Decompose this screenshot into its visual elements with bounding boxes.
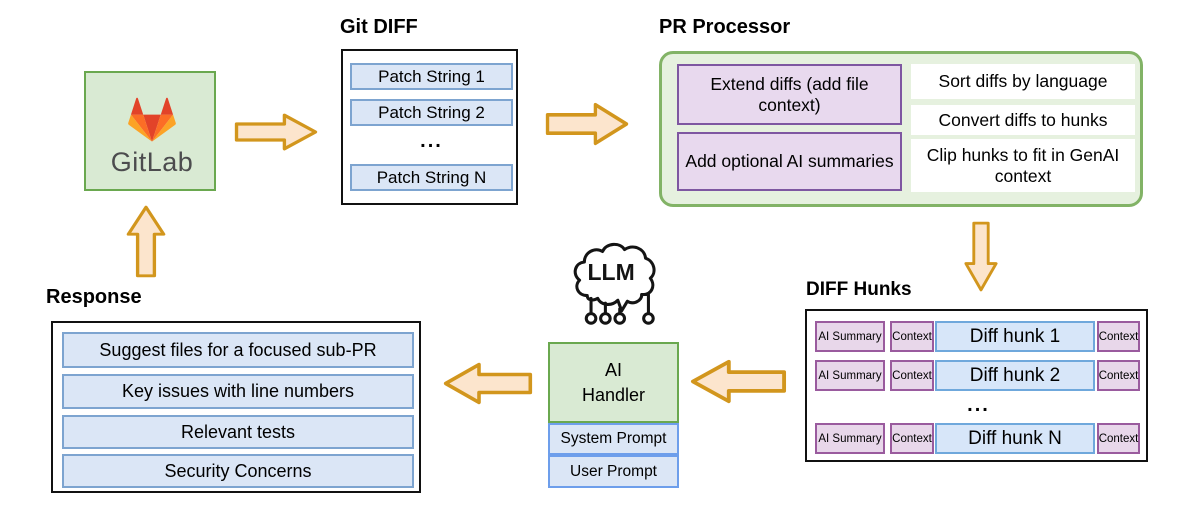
diff-hunks-ellipsis: ... (967, 393, 990, 416)
response-node: Suggest files for a focused sub-PR Key i… (51, 321, 421, 493)
patch-string-item: Patch String N (350, 164, 513, 191)
diff-hunk-cell: Diff hunk 1 (935, 321, 1095, 352)
ai-summary-cell: AI Summary (815, 360, 885, 391)
ai-summary-cell: AI Summary (815, 321, 885, 352)
processor-step: Convert diffs to hunks (911, 105, 1135, 135)
llm-brain-icon: LLM (566, 240, 662, 328)
response-item: Security Concerns (62, 454, 414, 488)
patch-string-item: Patch String 2 (350, 99, 513, 126)
response-item: Key issues with line numbers (62, 374, 414, 409)
context-cell: Context (1097, 423, 1140, 454)
system-prompt-item: System Prompt (548, 423, 679, 455)
diff-hunks-node: AI Summary Context Diff hunk 1 Context A… (805, 309, 1148, 462)
processor-step: Extend diffs (add file context) (677, 64, 902, 125)
pr-processor-title: PR Processor (659, 16, 791, 38)
user-prompt-item: User Prompt (548, 455, 679, 488)
arrow-response-to-gitlab-icon (125, 205, 167, 278)
patch-string-ellipsis: ... (420, 129, 443, 152)
context-cell: Context (890, 321, 934, 352)
ai-summary-cell: AI Summary (815, 423, 885, 454)
ai-handler-node: AI Handler (548, 342, 679, 423)
gitlab-label: GitLab (110, 146, 194, 177)
processor-step: Sort diffs by language (911, 64, 1135, 99)
response-item: Relevant tests (62, 415, 414, 449)
git-diff-title: Git DIFF (340, 16, 418, 38)
processor-step: Clip hunks to fit in GenAI context (911, 139, 1135, 192)
context-cell: Context (890, 360, 934, 391)
diff-hunk-cell: Diff hunk N (935, 423, 1095, 454)
ai-handler-label: AI Handler (581, 360, 646, 405)
context-cell: Context (890, 423, 934, 454)
gitlab-logo-icon (128, 97, 176, 143)
diff-hunks-title: DIFF Hunks (806, 279, 912, 300)
response-item: Suggest files for a focused sub-PR (62, 332, 414, 368)
llm-label: LLM (588, 259, 635, 285)
gitlab-node: GitLab (84, 71, 216, 191)
arrow-processor-to-hunks-icon (963, 221, 999, 292)
context-cell: Context (1097, 360, 1140, 391)
arrow-hunks-to-handler-icon (690, 358, 787, 405)
diff-hunk-cell: Diff hunk 2 (935, 360, 1095, 391)
response-title: Response (46, 286, 142, 308)
context-cell: Context (1097, 321, 1140, 352)
arrow-gitdiff-to-processor-icon (545, 101, 629, 147)
pr-processor-node: Extend diffs (add file context) Add opti… (659, 51, 1143, 207)
git-diff-node: Patch String 1 Patch String 2 ... Patch … (341, 49, 518, 205)
processor-step: Add optional AI summaries (677, 132, 902, 191)
arrow-gitlab-to-gitdiff-icon (234, 112, 318, 152)
arrow-handler-to-response-icon (443, 361, 533, 406)
patch-string-item: Patch String 1 (350, 63, 513, 90)
